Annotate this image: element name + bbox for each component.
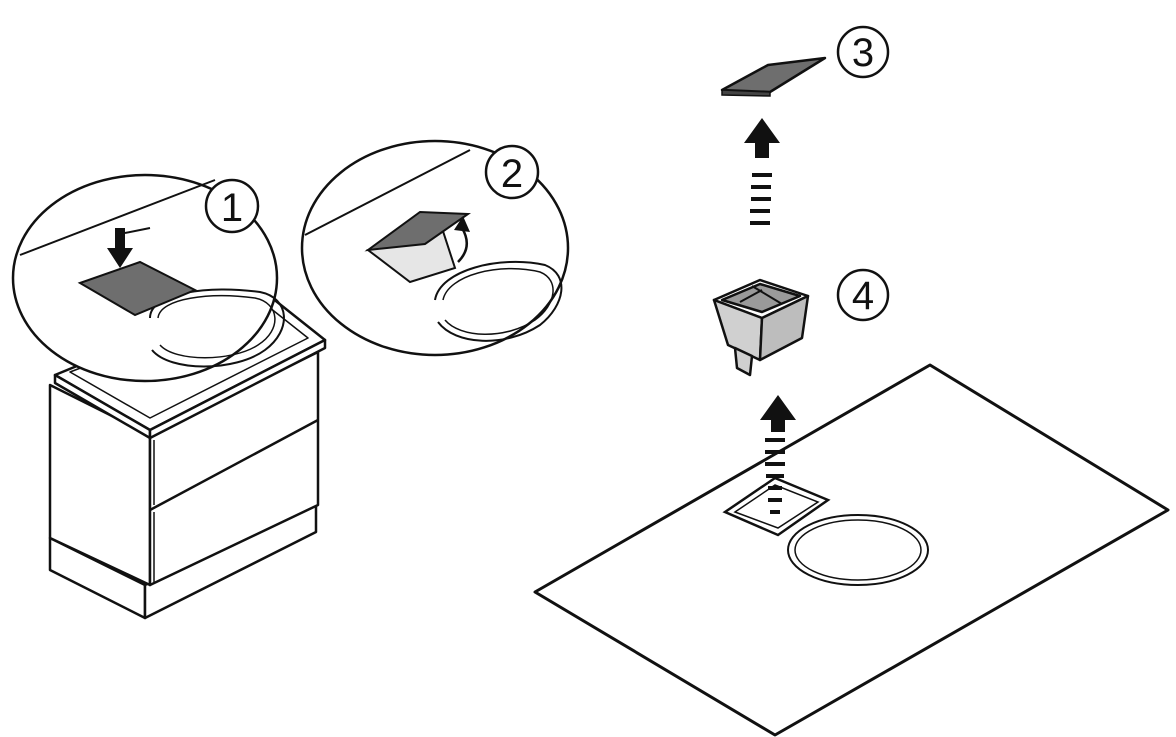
lifted-filter-cover xyxy=(364,210,472,252)
callout-3: 3 xyxy=(836,25,890,79)
callout-1: 1 xyxy=(204,178,260,234)
filter-cover-lid xyxy=(77,260,198,317)
arrow-up-icon xyxy=(760,395,796,432)
filter-basket xyxy=(712,278,810,377)
filter-cover-plate xyxy=(720,56,827,97)
arrow-up-icon xyxy=(744,118,780,158)
svg-text:2: 2 xyxy=(501,152,523,196)
guide-dashes-upper xyxy=(750,173,772,225)
filter-opening xyxy=(722,476,831,537)
svg-text:1: 1 xyxy=(221,186,243,230)
hob-plate xyxy=(533,363,1170,737)
svg-text:4: 4 xyxy=(852,274,874,318)
callout-2: 2 xyxy=(484,144,540,200)
callout-4: 4 xyxy=(836,268,890,322)
svg-text:3: 3 xyxy=(852,31,874,75)
arrow-down-icon xyxy=(107,228,133,268)
detail-circle-1 xyxy=(11,173,285,383)
guide-dashes-lower xyxy=(765,438,785,514)
